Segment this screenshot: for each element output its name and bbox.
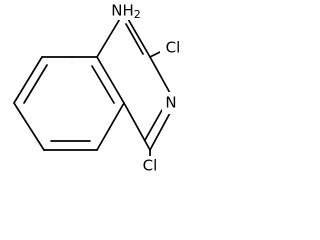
bond-c6-c7 — [13, 102, 45, 151]
amine-label-group: NH2 — [108, 0, 144, 21]
bond-c5-c6 — [13, 56, 43, 104]
double-bond-c5-c6-inner — [23, 64, 48, 104]
amine-label: NH2 — [111, 2, 141, 22]
chloro-1-label-group: Cl — [136, 156, 164, 176]
bond-c8-c8a — [96, 102, 125, 151]
chloro-1-label: Cl — [143, 157, 158, 175]
bond-n2-c1 — [149, 112, 171, 151]
bond-c3-n2 — [149, 56, 171, 94]
chloro-3-label: Cl — [166, 39, 181, 57]
double-bond-c4-c3-inner — [125, 23, 144, 55]
structure-diagram: NH2 Cl N Cl — [13, 0, 186, 176]
chloro-3-label-group: Cl — [160, 38, 186, 58]
bond-c8a-c4a — [96, 56, 125, 104]
double-bond-n2-c1-inner — [144, 109, 163, 141]
amine-subscript: 2 — [134, 8, 141, 21]
ring-nitrogen-label-group: N — [162, 92, 180, 114]
ring-nitrogen-label: N — [165, 94, 176, 112]
double-bond-c8a-c4a-inner — [91, 65, 115, 104]
bond-c1-c8a — [123, 102, 151, 151]
